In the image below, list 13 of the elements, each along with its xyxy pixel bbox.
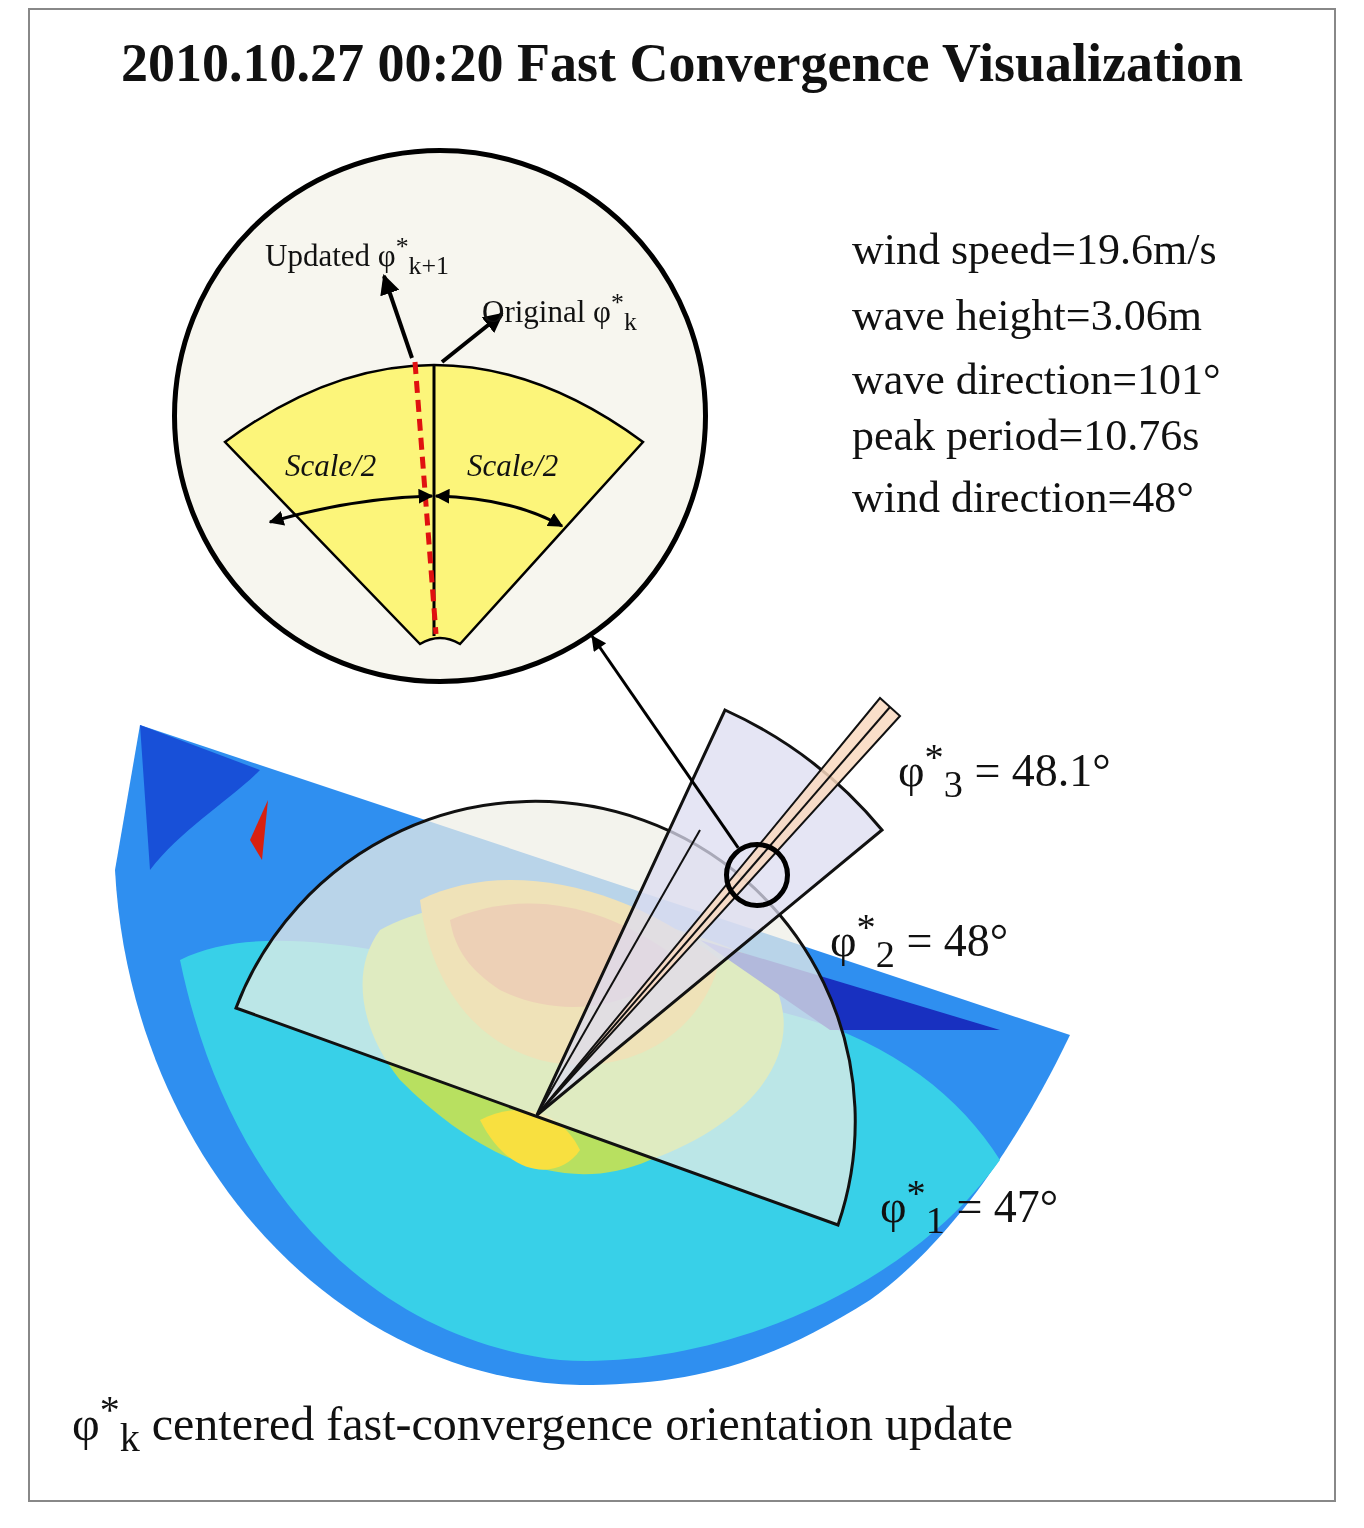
info-text: wind direction=48° (852, 474, 1194, 523)
angle-label: Scale/2 (285, 449, 377, 484)
arrow (591, 635, 740, 849)
caption: φ$^{*}$$_{k}$ centered fast-convergence orientation update (72, 1388, 1014, 1460)
angle-label: Scale/2 (467, 449, 559, 484)
info-text: wave direction=101° (852, 356, 1221, 405)
title: 2010.10.27 00:20 Fast Convergence Visualization (120, 34, 1244, 94)
angle-label: φ$^{*}$$_{2}$ = 48° (830, 906, 1009, 975)
info-text: wind speed=19.6m/s (852, 226, 1217, 275)
focus-circle (724, 842, 790, 908)
info-text: peak period=10.76s (852, 412, 1200, 461)
info-text: wave height=3.06m (852, 292, 1202, 341)
angle-label: φ$^{*}$$_{3}$ = 48.1° (898, 736, 1111, 805)
